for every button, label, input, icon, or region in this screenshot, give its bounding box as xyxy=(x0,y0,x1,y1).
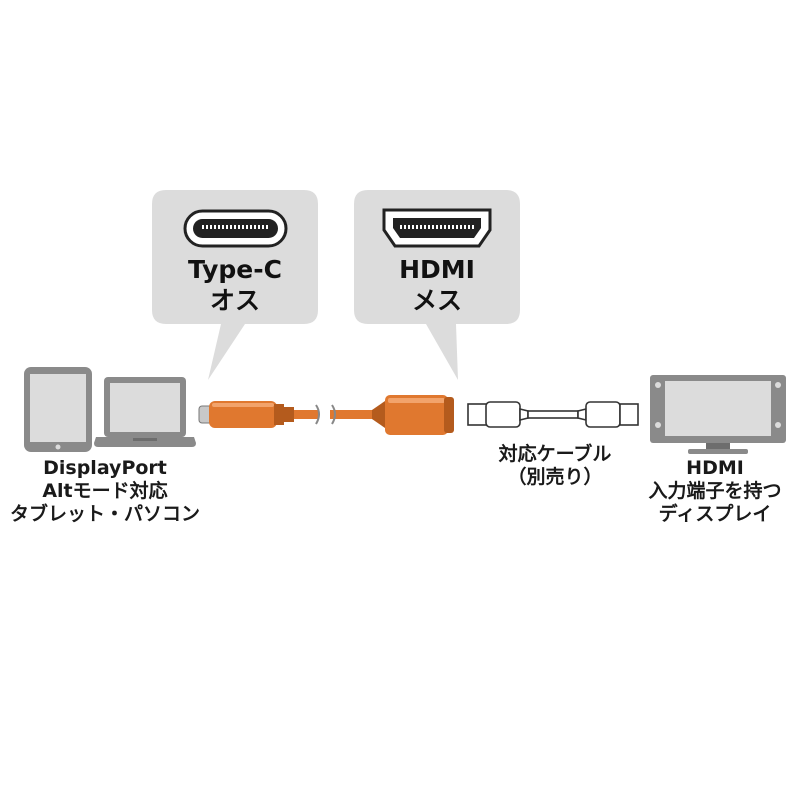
adapter-cable xyxy=(294,404,374,425)
hdmi-label-line1: HDMI xyxy=(399,255,475,284)
source-caption-line2: Altモード対応 xyxy=(42,480,168,503)
monitor-icon xyxy=(650,375,786,454)
hdmi-label-line2: メス xyxy=(411,285,462,315)
hdmi-label: HDMI メス xyxy=(354,255,520,316)
display-caption: HDMI 入力端子を持つ ディスプレイ xyxy=(630,457,800,527)
cable-caption-line1: 対応ケーブル xyxy=(498,443,612,465)
adapter-type-c-plug xyxy=(198,401,294,428)
adapter-hdmi-female-head xyxy=(372,395,454,435)
source-caption-line1: DisplayPort xyxy=(43,457,167,479)
cable-caption: 対応ケーブル （別売り） xyxy=(470,443,640,489)
type-c-label-line2: オス xyxy=(209,285,260,315)
hdmi-cable-icon xyxy=(467,401,639,428)
source-device-caption: DisplayPort Altモード対応 タブレット・パソコン xyxy=(0,457,210,527)
source-caption-line3: タブレット・パソコン xyxy=(9,503,200,526)
hdmi-port-icon xyxy=(382,208,492,248)
display-caption-line2: 入力端子を持つ xyxy=(648,480,782,503)
tablet-icon xyxy=(24,367,92,452)
display-caption-line1: HDMI xyxy=(686,457,744,479)
laptop-icon xyxy=(94,377,196,447)
display-caption-line3: ディスプレイ xyxy=(658,503,772,526)
usb-type-c-port-icon xyxy=(183,209,288,248)
cable-caption-line2: （別売り） xyxy=(507,466,603,489)
type-c-label-line1: Type-C xyxy=(188,255,282,284)
type-c-label: Type-C オス xyxy=(152,255,318,316)
